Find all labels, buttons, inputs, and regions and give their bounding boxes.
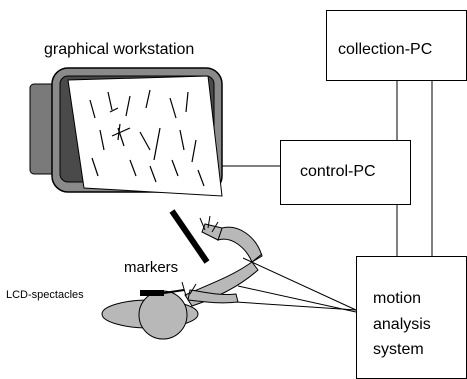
control-pc-box: control-PC (280, 140, 411, 205)
sightline-arm-1 (242, 257, 357, 311)
motion-label-line2: analysis (373, 316, 431, 333)
control-pc-label: control-PC (300, 163, 376, 180)
lcd-spectacles-icon (140, 290, 164, 296)
person-figure (101, 223, 263, 340)
collection-pc-label: collection-PC (338, 41, 433, 58)
stereo-screen (67, 75, 223, 197)
spectacles-label: LCD-spectacles (6, 289, 84, 301)
markers-label: markers (124, 259, 179, 276)
motion-analysis-system-box: motion analysis system (356, 256, 467, 379)
sightline-arm-2 (237, 285, 357, 313)
motion-label-line1: motion (373, 290, 422, 307)
motion-label-line3: system (373, 341, 424, 358)
monitor-icon (29, 67, 223, 197)
pointer-stylus (169, 209, 210, 264)
collection-pc-box: collection-PC (326, 10, 467, 81)
workstation-label: graphical workstation (44, 41, 195, 58)
marker-sticks (181, 215, 263, 297)
